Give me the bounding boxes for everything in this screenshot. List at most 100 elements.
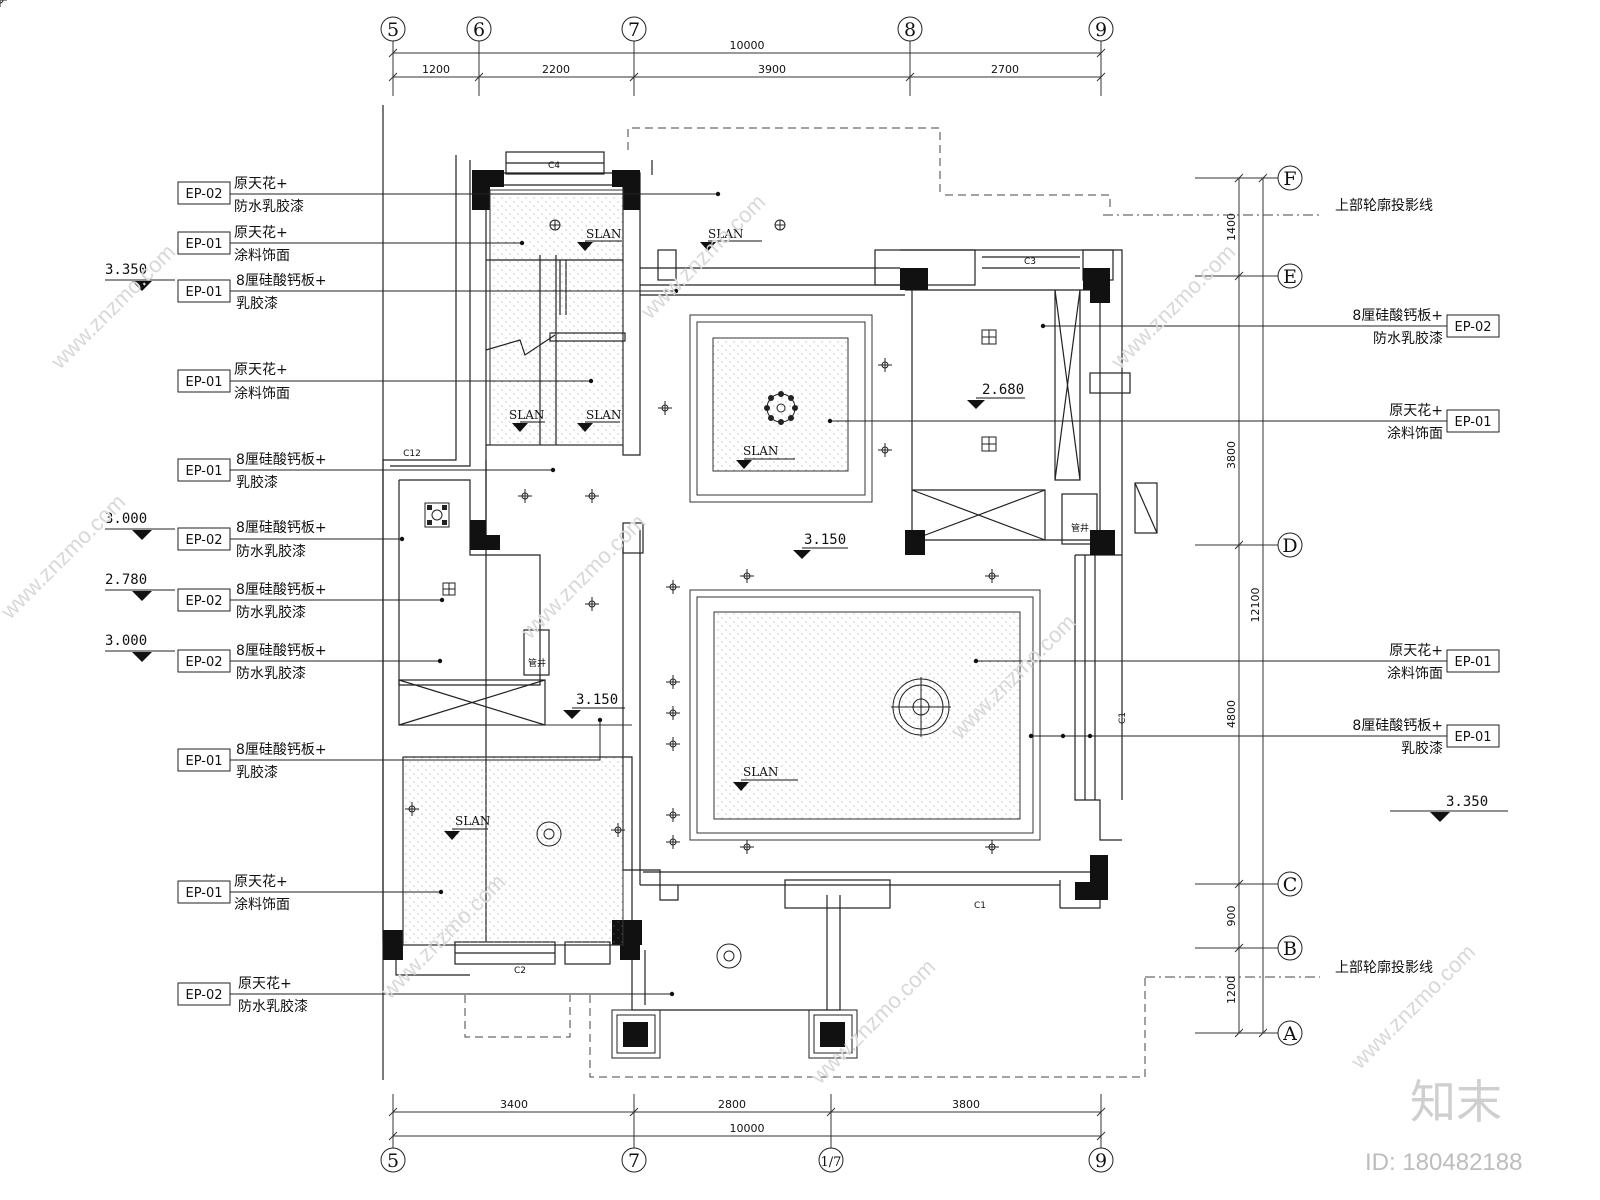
dim-right-span-2: 3800 xyxy=(1225,441,1238,469)
right-callout-4-line2: 乳胶漆 xyxy=(1401,740,1443,757)
left-callout-6-line2: 防水乳胶漆 xyxy=(236,543,306,560)
dim-top-span-3: 3900 xyxy=(758,63,786,76)
plan-level-3150-a: 3.150 xyxy=(804,532,846,548)
right-level-3350: 3.350 xyxy=(1446,794,1488,810)
axis-bottom-7: 7 xyxy=(628,1150,640,1172)
left-level-3350: 3.350 xyxy=(105,262,147,278)
dim-bottom-total: 10000 xyxy=(730,1122,765,1135)
slan-label-7: SLAN xyxy=(455,814,490,828)
right-callout-2-code: EP-01 xyxy=(1454,415,1491,430)
left-callout-9-code: EP-01 xyxy=(185,754,222,769)
left-callout-8-line1: 8厘硅酸钙板+ xyxy=(236,643,327,659)
dim-bottom-span-1: 3400 xyxy=(500,1098,528,1111)
dim-top-span-4: 2700 xyxy=(991,63,1019,76)
watermark-site-1: www.znzmo.com xyxy=(45,239,180,374)
watermark-site-8: www.znzmo.com xyxy=(805,954,940,1089)
right-callout-2-line1: 原天花+ xyxy=(1389,403,1443,419)
left-level-3000-a: 3.000 xyxy=(105,511,147,527)
dim-right-span-5: 1200 xyxy=(1225,976,1238,1004)
axis-top-6: 6 xyxy=(473,19,485,41)
dim-right-span-3: 4800 xyxy=(1225,700,1238,728)
slan-label-2: SLAN xyxy=(708,227,743,241)
watermark-site-3: www.znzmo.com xyxy=(635,189,770,324)
left-callout-11-line2: 防水乳胶漆 xyxy=(238,998,308,1015)
left-callout-11-line1: 原天花+ xyxy=(238,976,292,992)
axis-bottom-5: 5 xyxy=(387,1150,399,1172)
left-callout-9-line1: 8厘硅酸钙板+ xyxy=(236,742,327,758)
right-callout-4-line1: 8厘硅酸钙板+ xyxy=(1352,718,1443,734)
left-callout-3-code: EP-01 xyxy=(185,285,222,300)
left-callout-9-line2: 乳胶漆 xyxy=(236,764,278,781)
right-callout-3-code: EP-01 xyxy=(1454,655,1491,670)
projection-label-top: 上部轮廓投影线 xyxy=(1335,197,1433,214)
axis-bottom-9: 9 xyxy=(1095,1150,1107,1172)
left-level-2780: 2.780 xyxy=(105,572,147,588)
window-c12: C12 xyxy=(403,449,421,459)
right-callout-1-code: EP-02 xyxy=(1454,320,1491,335)
axis-right-C: C xyxy=(1283,874,1298,896)
window-c1-bottom: C1 xyxy=(974,901,986,911)
right-callout-2-line2: 涂料饰面 xyxy=(1387,426,1443,442)
left-callout-7-line1: 8厘硅酸钙板+ xyxy=(236,582,327,598)
left-callout-11-code: EP-02 xyxy=(185,988,222,1003)
dim-top-span-1: 1200 xyxy=(422,63,450,76)
watermark-site-5: www.znzmo.com xyxy=(515,509,650,644)
axis-right-F: F xyxy=(1283,168,1296,190)
window-c3: C3 xyxy=(1024,257,1036,267)
left-callout-7-line2: 防水乳胶漆 xyxy=(236,604,306,621)
axis-top-8: 8 xyxy=(904,19,916,41)
dim-top-span-2: 2200 xyxy=(542,63,570,76)
axis-right-A: A xyxy=(1282,1023,1297,1045)
axis-right-B: B xyxy=(1283,938,1297,960)
right-callout-4-code: EP-01 xyxy=(1454,730,1491,745)
axis-top-5: 5 xyxy=(387,19,399,41)
dim-top-total: 10000 xyxy=(730,39,765,52)
left-callout-2-line2: 涂料饰面 xyxy=(234,248,290,264)
dim-right-span-1: 1400 xyxy=(1225,213,1238,241)
left-callout-10-code: EP-01 xyxy=(185,886,222,901)
axis-right-E: E xyxy=(1283,266,1297,288)
window-c2: C2 xyxy=(514,966,526,976)
left-callout-3-line2: 乳胶漆 xyxy=(236,295,278,312)
left-callout-3-line1: 8厘硅酸钙板+ xyxy=(236,273,327,289)
left-callout-8-code: EP-02 xyxy=(185,655,222,670)
left-callout-8-line2: 防水乳胶漆 xyxy=(236,665,306,682)
right-callout-1-line2: 防水乳胶漆 xyxy=(1373,330,1443,347)
dim-right-total: 12100 xyxy=(1249,588,1262,623)
left-callout-6-line1: 8厘硅酸钙板+ xyxy=(236,520,327,536)
left-callout-1-code: EP-02 xyxy=(185,187,222,202)
left-callout-1-line2: 防水乳胶漆 xyxy=(234,198,304,215)
left-level-3000-b: 3.000 xyxy=(105,633,147,649)
left-callout-5-code: EP-01 xyxy=(185,464,222,479)
left-callout-5-line1: 8厘硅酸钙板+ xyxy=(236,452,327,468)
plan-level-3150-b: 3.150 xyxy=(576,692,618,708)
slan-label-5: SLAN xyxy=(743,444,778,458)
left-callout-7-code: EP-02 xyxy=(185,594,222,609)
pipe-shaft-left: 管井 xyxy=(528,657,546,669)
left-callout-10-line1: 原天花+ xyxy=(234,874,288,890)
axis-top-7: 7 xyxy=(628,19,640,41)
watermark-brand: 知末 xyxy=(1410,1075,1502,1129)
pipe-shaft-right: 管井 xyxy=(1071,522,1089,534)
watermark-id: ID: 180482188 xyxy=(1365,1149,1522,1176)
window-c4: C4 xyxy=(548,161,560,171)
projection-label-bottom: 上部轮廓投影线 xyxy=(1335,959,1433,976)
plan-level-2680: 2.680 xyxy=(982,382,1024,398)
dim-bottom-span-3: 3800 xyxy=(952,1098,980,1111)
left-callout-2-code: EP-01 xyxy=(185,237,222,252)
watermark-site-2: www.znzmo.com xyxy=(0,489,130,624)
right-callout-3-line2: 涂料饰面 xyxy=(1387,666,1443,682)
left-callout-2-line1: 原天花+ xyxy=(234,225,288,241)
axis-bottom-1-7: 1/7 xyxy=(821,1155,842,1170)
slan-label-3: SLAN xyxy=(509,408,544,422)
left-callout-6-code: EP-02 xyxy=(185,533,222,548)
slan-label-1: SLAN xyxy=(586,227,621,241)
left-callout-4-code: EP-01 xyxy=(185,375,222,390)
slan-label-4: SLAN xyxy=(586,408,621,422)
window-c1-right: C1 xyxy=(1118,712,1128,724)
slan-label-6: SLAN xyxy=(743,765,778,779)
left-callout-1-line1: 原天花+ xyxy=(234,176,288,192)
right-callout-1-line1: 8厘硅酸钙板+ xyxy=(1352,308,1443,324)
axis-top-9: 9 xyxy=(1095,19,1107,41)
